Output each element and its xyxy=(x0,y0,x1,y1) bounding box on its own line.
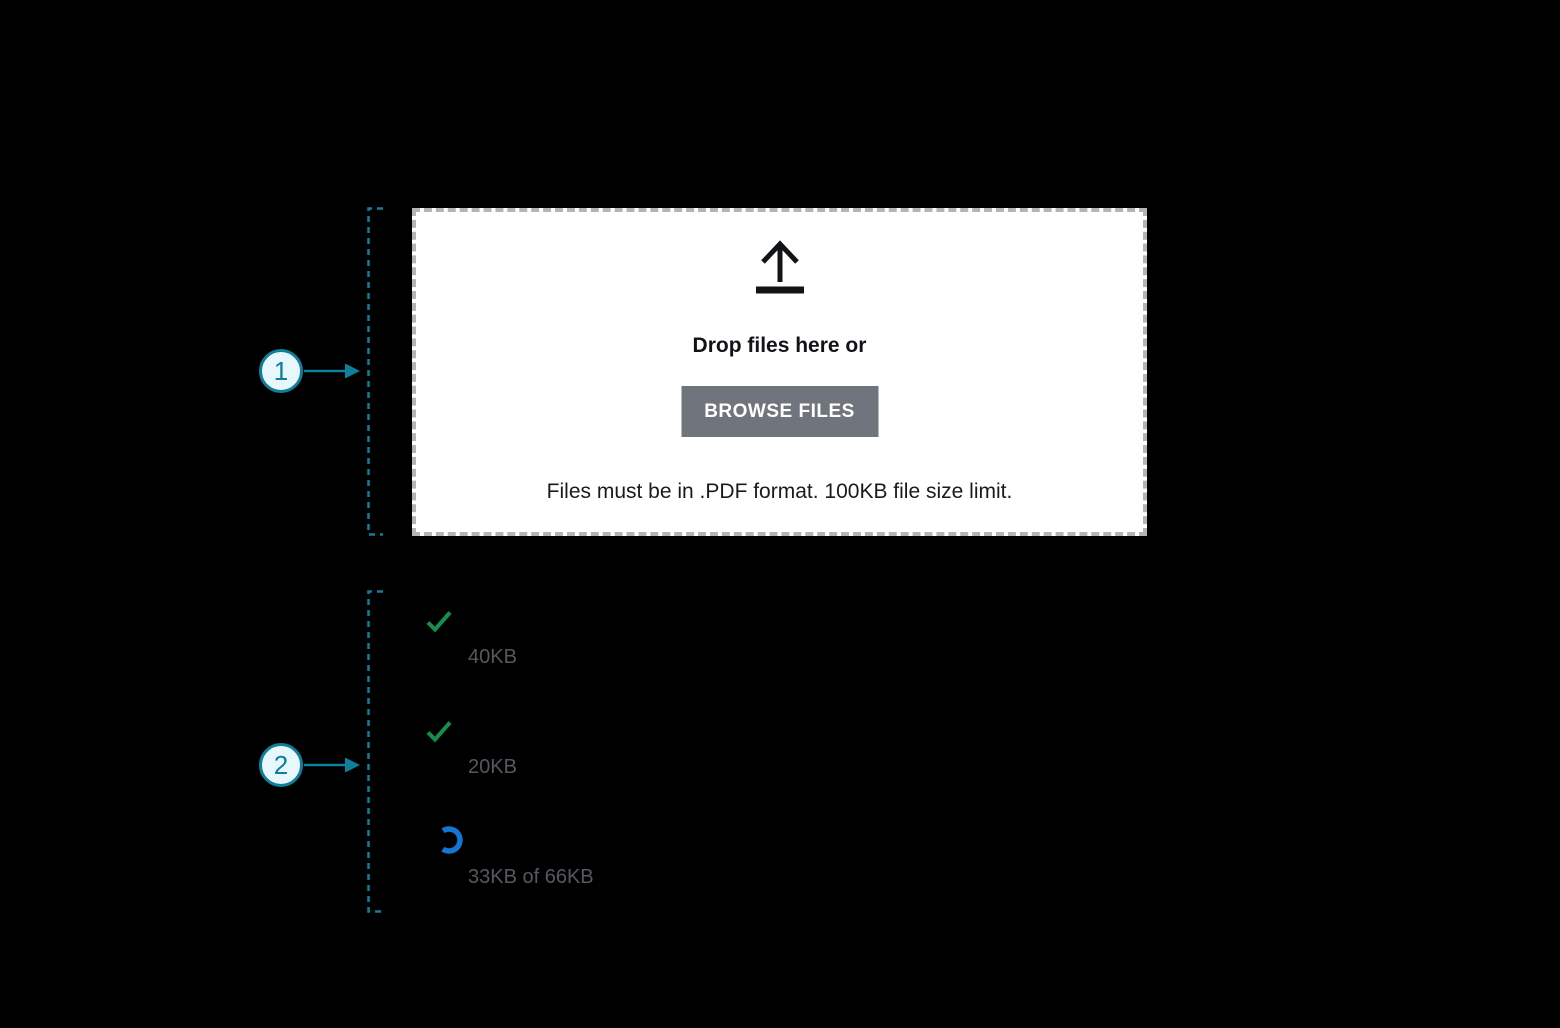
file-drop-zone[interactable]: Drop files here or BROWSE FILES Files mu… xyxy=(412,208,1147,536)
bracket-region-2 xyxy=(367,590,383,913)
callout-1-label: 1 xyxy=(273,356,289,386)
dropzone-title: Drop files here or xyxy=(692,334,867,357)
callout-2-label: 2 xyxy=(273,750,289,780)
callout-number-1: 1 xyxy=(259,349,303,393)
dropzone-hint: Files must be in .PDF format. 100KB file… xyxy=(546,480,1013,503)
callout-1-arrow-head xyxy=(345,363,360,379)
file-size-label: 40KB xyxy=(468,646,517,668)
bracket-region-1 xyxy=(367,207,383,536)
callout-2-arrow-head xyxy=(345,757,360,773)
checkmark-icon xyxy=(426,721,452,743)
checkmark-icon xyxy=(426,611,452,633)
callout-number-2: 2 xyxy=(259,743,303,787)
browse-files-button[interactable]: BROWSE FILES xyxy=(681,386,878,437)
upload-arrow-icon xyxy=(755,240,804,294)
upload-progress-label: 33KB of 66KB xyxy=(468,866,594,888)
spinner-icon xyxy=(435,826,463,854)
file-size-label: 20KB xyxy=(468,756,517,778)
